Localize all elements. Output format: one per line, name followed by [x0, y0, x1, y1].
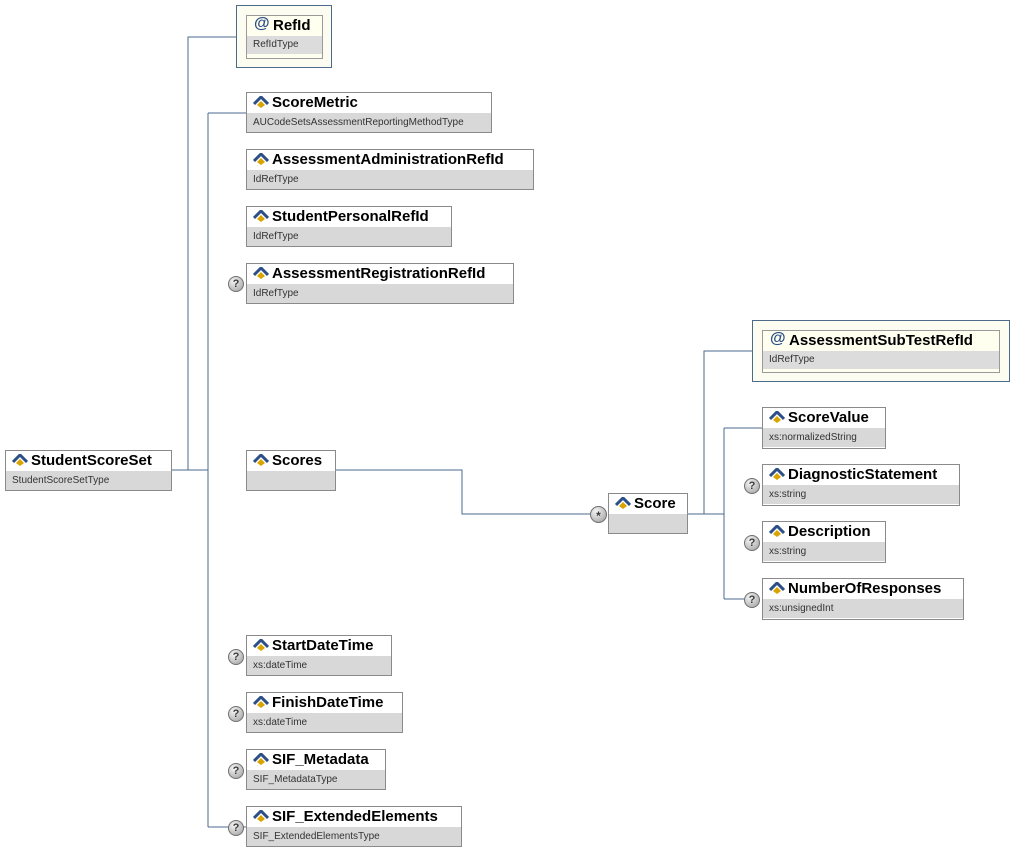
- element-studentpersonalrefid[interactable]: StudentPersonalRefId IdRefType: [246, 206, 452, 247]
- element-name: SIF_Metadata: [272, 751, 369, 768]
- attribute-assessmentsubtestrefid[interactable]: @AssessmentSubTestRefId IdRefType: [752, 320, 1010, 382]
- element-name: NumberOfResponses: [788, 580, 942, 597]
- optional-badge: ?: [228, 649, 244, 665]
- optional-badge: ?: [228, 820, 244, 836]
- attribute-type: IdRefType: [763, 351, 999, 369]
- element-sif-metadata[interactable]: SIF_Metadata SIF_MetadataType: [246, 749, 386, 790]
- optional-badge: ?: [744, 535, 760, 551]
- attribute-refid[interactable]: @RefId RefIdType: [236, 5, 332, 68]
- attribute-name: RefId: [273, 17, 311, 34]
- element-assessmentregistrationrefid[interactable]: AssessmentRegistrationRefId IdRefType: [246, 263, 514, 304]
- element-scorevalue[interactable]: ScoreValue xs:normalizedString: [762, 407, 886, 449]
- attribute-type: RefIdType: [247, 36, 322, 54]
- element-name: FinishDateTime: [272, 694, 384, 711]
- element-name: Scores: [272, 452, 323, 469]
- element-icon: [253, 454, 269, 466]
- element-icon: [12, 454, 28, 466]
- element-name: StudentPersonalRefId: [272, 208, 429, 225]
- element-type: SIF_ExtendedElementsType: [247, 827, 461, 846]
- element-icon: [253, 96, 269, 108]
- element-type: AUCodeSetsAssessmentReportingMethodType: [247, 113, 491, 132]
- attribute-name: AssessmentSubTestRefId: [789, 332, 973, 349]
- element-name: ScoreMetric: [272, 94, 358, 111]
- element-name: ScoreValue: [788, 409, 869, 426]
- element-scores[interactable]: Scores: [246, 450, 336, 491]
- element-icon: [253, 696, 269, 708]
- element-type: xs:dateTime: [247, 713, 402, 732]
- cardinality-badge: *: [590, 506, 607, 523]
- element-startdatetime[interactable]: StartDateTime xs:dateTime: [246, 635, 392, 676]
- optional-badge: ?: [744, 592, 760, 608]
- element-type: SIF_MetadataType: [247, 770, 385, 789]
- attribute-icon: @: [770, 330, 786, 347]
- root-element-studentscoreset[interactable]: StudentScoreSet StudentScoreSetType: [5, 450, 172, 491]
- element-diagnosticstatement[interactable]: DiagnosticStatement xs:string: [762, 464, 960, 506]
- element-name: StartDateTime: [272, 637, 374, 654]
- element-sif-extendedelements[interactable]: SIF_ExtendedElements SIF_ExtendedElement…: [246, 806, 462, 847]
- optional-badge: ?: [228, 276, 244, 292]
- element-type: IdRefType: [247, 227, 451, 246]
- element-description[interactable]: Description xs:string: [762, 521, 886, 563]
- element-icon: [253, 153, 269, 165]
- element-icon: [769, 468, 785, 480]
- attribute-icon: @: [254, 15, 270, 32]
- element-name: StudentScoreSet: [31, 452, 152, 469]
- element-type-empty: [247, 471, 335, 490]
- element-type: xs:string: [763, 485, 959, 504]
- element-name: AssessmentRegistrationRefId: [272, 265, 486, 282]
- element-type: xs:unsignedInt: [763, 599, 963, 618]
- element-scoremetric[interactable]: ScoreMetric AUCodeSetsAssessmentReportin…: [246, 92, 492, 133]
- element-icon: [253, 639, 269, 651]
- element-type: xs:dateTime: [247, 656, 391, 675]
- element-icon: [253, 753, 269, 765]
- element-type: xs:string: [763, 542, 885, 561]
- element-assessmentadministrationrefid[interactable]: AssessmentAdministrationRefId IdRefType: [246, 149, 534, 190]
- element-type: StudentScoreSetType: [6, 471, 171, 490]
- element-name: SIF_ExtendedElements: [272, 808, 438, 825]
- element-type: xs:normalizedString: [763, 428, 885, 447]
- element-type-empty: [609, 514, 687, 533]
- optional-badge: ?: [744, 478, 760, 494]
- element-icon: [769, 411, 785, 423]
- element-type: IdRefType: [247, 170, 533, 189]
- element-name: Score: [634, 495, 676, 512]
- optional-badge: ?: [228, 706, 244, 722]
- element-icon: [253, 210, 269, 222]
- element-icon: [615, 497, 631, 509]
- element-finishdatetime[interactable]: FinishDateTime xs:dateTime: [246, 692, 403, 733]
- element-name: Description: [788, 523, 871, 540]
- element-icon: [253, 267, 269, 279]
- element-icon: [769, 525, 785, 537]
- element-icon: [253, 810, 269, 822]
- element-icon: [769, 582, 785, 594]
- element-type: IdRefType: [247, 284, 513, 303]
- optional-badge: ?: [228, 763, 244, 779]
- element-name: DiagnosticStatement: [788, 466, 938, 483]
- element-score[interactable]: Score: [608, 493, 688, 534]
- element-name: AssessmentAdministrationRefId: [272, 151, 504, 168]
- element-numberofresponses[interactable]: NumberOfResponses xs:unsignedInt: [762, 578, 964, 620]
